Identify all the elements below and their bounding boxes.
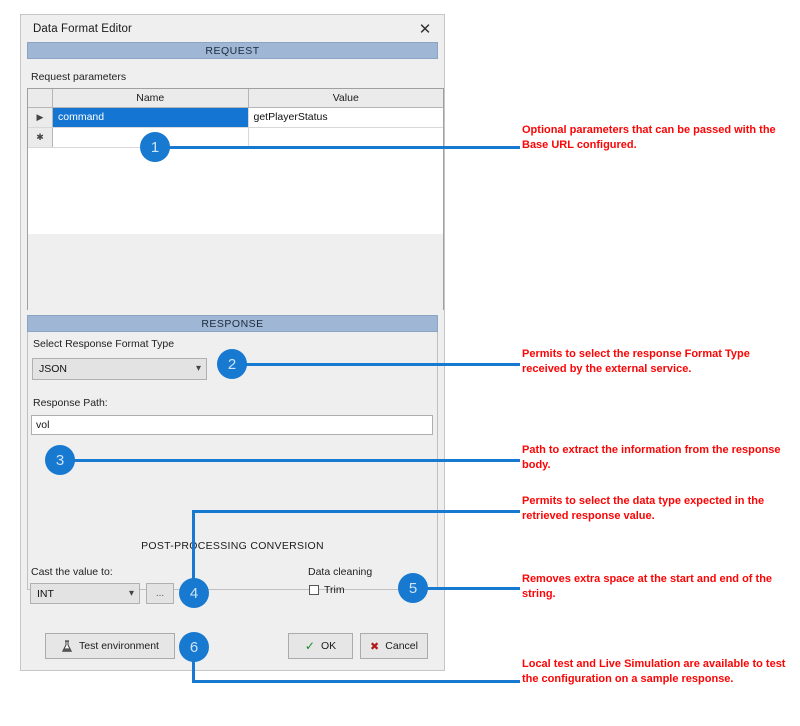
- callout-badge-3: 3: [45, 445, 75, 475]
- ok-button[interactable]: ✓ OK: [288, 633, 353, 659]
- response-format-select[interactable]: JSON ▾: [32, 358, 207, 380]
- close-icon[interactable]: ✕: [418, 21, 432, 38]
- callout-note-1: Optional parameters that can be passed w…: [522, 124, 776, 151]
- callout-note-3: Path to extract the information from the…: [522, 444, 781, 471]
- post-processing-section: POST-PROCESSING CONVERSION: [27, 540, 438, 590]
- grid-corner-cell: [28, 89, 53, 107]
- response-format-value: JSON: [39, 363, 68, 375]
- cancel-label: Cancel: [385, 640, 418, 652]
- trim-checkbox[interactable]: [309, 585, 319, 595]
- callout-line-6-horizontal: [192, 680, 520, 683]
- dialog-title: Data Format Editor: [33, 23, 132, 35]
- response-section-header: RESPONSE: [27, 315, 438, 332]
- callout-badge-2: 2: [217, 349, 247, 379]
- grid-header-row: Name Value: [28, 89, 443, 108]
- cast-type-select[interactable]: INT ▾: [30, 583, 140, 604]
- row-marker-icon: ▶: [28, 108, 53, 127]
- callout-note-5: Removes extra space at the start and end…: [522, 573, 773, 600]
- new-row-marker-icon: ✱: [28, 128, 53, 147]
- request-parameters-grid[interactable]: Name Value ▶ command getPlayerStatus ✱: [27, 88, 444, 310]
- ok-label: OK: [320, 640, 337, 652]
- test-environment-button[interactable]: Test environment: [45, 633, 175, 659]
- flask-icon: [61, 639, 73, 652]
- callout-line-6-vertical: [192, 660, 195, 682]
- check-icon: ✓: [304, 639, 315, 653]
- cancel-button[interactable]: ✖ Cancel: [360, 633, 428, 659]
- table-row-new[interactable]: ✱: [28, 128, 443, 148]
- callout-note-2: Permits to select the response Format Ty…: [522, 348, 750, 375]
- chevron-down-icon: ▾: [128, 588, 134, 599]
- callout-badge-5: 5: [398, 573, 428, 603]
- cell-value[interactable]: getPlayerStatus: [253, 111, 328, 123]
- cell-name[interactable]: [53, 128, 249, 147]
- data-cleaning-label: Data cleaning: [308, 566, 373, 578]
- request-section-header: REQUEST: [27, 42, 438, 59]
- x-icon: ✖: [370, 640, 380, 653]
- callout-badge-1: 1: [140, 132, 170, 162]
- response-path-input[interactable]: vol: [31, 415, 433, 435]
- response-path-label: Response Path:: [33, 397, 108, 409]
- grid-empty-area: [28, 234, 443, 310]
- chevron-down-icon: ▾: [195, 363, 201, 374]
- post-processing-title: POST-PROCESSING CONVERSION: [141, 540, 324, 552]
- cell-name[interactable]: command: [53, 108, 249, 127]
- table-row[interactable]: ▶ command getPlayerStatus: [28, 108, 443, 128]
- trim-label: Trim: [324, 584, 345, 596]
- callout-line-5: [413, 587, 520, 590]
- trim-checkbox-row[interactable]: Trim: [309, 584, 345, 596]
- cell-value[interactable]: [249, 128, 444, 147]
- column-header-name[interactable]: Name: [53, 89, 249, 107]
- cast-options-button[interactable]: ...: [146, 583, 174, 604]
- response-format-label: Select Response Format Type: [33, 338, 175, 350]
- test-environment-label: Test environment: [79, 640, 159, 652]
- cast-type-value: INT: [37, 588, 54, 600]
- callout-badge-4: 4: [179, 578, 209, 608]
- callout-line-2: [245, 363, 520, 366]
- callout-badge-6: 6: [179, 632, 209, 662]
- callout-line-1: [155, 146, 520, 149]
- callout-note-6: Local test and Live Simulation are avail…: [522, 658, 786, 685]
- callout-line-3: [73, 459, 520, 462]
- callout-line-4-vertical: [192, 510, 195, 588]
- callout-line-4-horizontal: [192, 510, 520, 513]
- column-header-value[interactable]: Value: [332, 92, 359, 104]
- callout-note-4: Permits to select the data type expected…: [522, 495, 765, 522]
- request-parameters-label: Request parameters: [31, 71, 127, 83]
- cast-value-label: Cast the value to:: [31, 566, 113, 578]
